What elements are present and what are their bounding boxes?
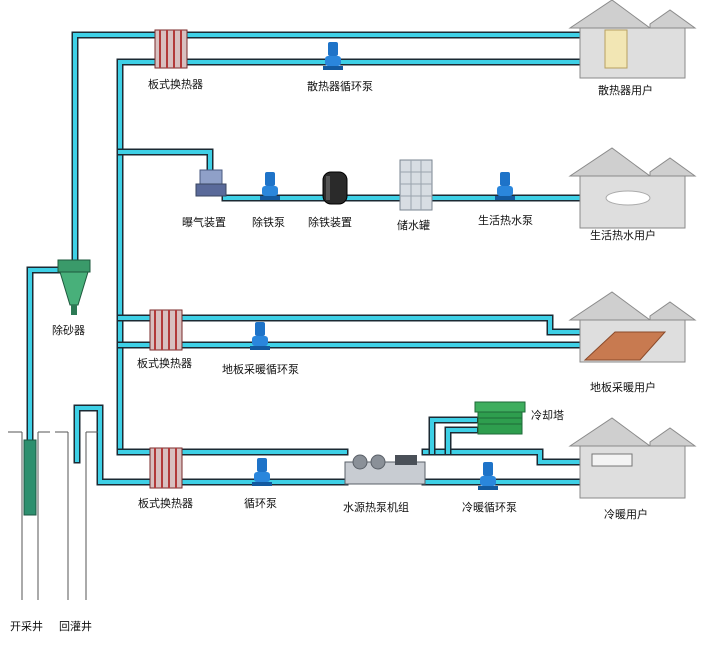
heat-pump-unit-label: 水源热泵机组 bbox=[343, 501, 409, 514]
cool-heat-user-label: 冷暖用户 bbox=[604, 508, 648, 521]
cooling-tower-icon bbox=[474, 401, 526, 435]
production-well-label: 开采井 bbox=[10, 620, 43, 633]
house-icon bbox=[568, 291, 697, 363]
radiator-pump-label: 散热器循环泵 bbox=[307, 80, 373, 93]
pump-icon bbox=[495, 172, 515, 200]
storage-tank-label: 储水罐 bbox=[397, 219, 430, 232]
hot-water-pump-label: 生活热水泵 bbox=[478, 214, 533, 227]
aerator-icon bbox=[195, 169, 227, 197]
reinjection-well-label: 回灌井 bbox=[59, 620, 92, 633]
cool-heat-pump-label: 冷暖循环泵 bbox=[462, 501, 517, 514]
plate-hx-label: 板式换热器 bbox=[138, 497, 193, 510]
circ-pump-label: 循环泵 bbox=[244, 497, 277, 510]
pump-icon bbox=[478, 462, 498, 490]
reinjection-well bbox=[55, 431, 98, 600]
plate-hx-label: 板式换热器 bbox=[137, 357, 192, 370]
production-well bbox=[8, 431, 50, 600]
house-icon bbox=[568, 0, 697, 79]
floor-pump-label: 地板采暖循环泵 bbox=[222, 363, 299, 376]
iron-pump-label: 除铁泵 bbox=[252, 216, 285, 229]
plate-hx-label: 板式换热器 bbox=[148, 78, 203, 91]
desander-icon bbox=[57, 259, 91, 315]
hot-water-user-label: 生活热水用户 bbox=[590, 229, 656, 242]
floor-user-label: 地板采暖用户 bbox=[590, 381, 656, 394]
house-icon bbox=[568, 417, 697, 499]
plate-heat-exchanger-icon bbox=[149, 447, 183, 489]
pump-icon bbox=[252, 458, 272, 486]
radiator-user-label: 散热器用户 bbox=[598, 84, 653, 97]
iron-removal-label: 除铁装置 bbox=[308, 216, 352, 229]
storage-tank-icon bbox=[399, 159, 433, 211]
iron-removal-tank-icon bbox=[322, 171, 348, 205]
house-icon bbox=[568, 147, 697, 229]
heat-pump-unit-icon bbox=[344, 454, 426, 485]
aerator-label: 曝气装置 bbox=[182, 216, 226, 229]
plate-heat-exchanger-icon bbox=[149, 309, 183, 351]
pump-icon bbox=[323, 42, 343, 70]
plate-heat-exchanger-icon bbox=[154, 29, 188, 69]
desander-label: 除砂器 bbox=[52, 324, 85, 337]
pump-icon bbox=[250, 322, 270, 350]
cooling-tower-label: 冷却塔 bbox=[531, 409, 564, 422]
pump-icon bbox=[260, 172, 280, 200]
